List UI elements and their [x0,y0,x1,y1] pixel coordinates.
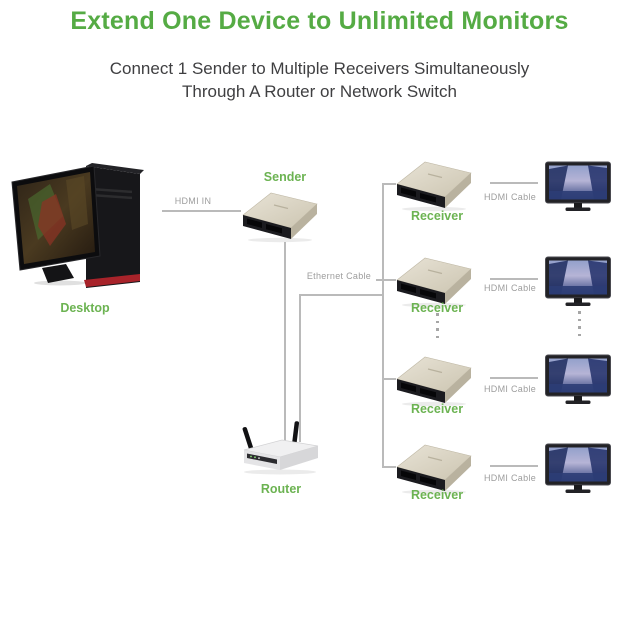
ethernet-horizontal-line [299,294,384,296]
receiver-device-graphic [396,444,472,495]
receiver-device-graphic [396,161,472,212]
hdmi-cable-label: HDMI Cable [483,473,536,483]
receiver-2-stub-line [376,279,396,281]
page-subtitle: Connect 1 Sender to Multiple Receivers S… [0,57,639,103]
sender-to-router-cable-line [284,242,286,442]
router-graphic [241,420,319,475]
receiver-1-stub-line [382,183,396,185]
receiver-label: Receiver [410,301,464,315]
receiver-device-graphic [396,356,472,407]
continuation-dots-monitors [578,311,581,336]
receiver-label: Receiver [410,488,464,502]
hdmi-in-label: HDMI IN [174,196,212,206]
subtitle-line-1: Connect 1 Sender to Multiple Receivers S… [109,59,530,78]
page-title: Extend One Device to Unlimited Monitors [70,7,569,35]
ethernet-cable-label: Ethernet Cable [306,271,372,281]
sender-label: Sender [263,170,307,184]
hdmi-cable-label: HDMI Cable [483,384,536,394]
desktop-computer-graphic [11,162,145,289]
tv-monitor-graphic [545,161,611,212]
continuation-dots-receivers [436,313,439,338]
tv-monitor-graphic [545,354,611,405]
hdmi-cable-line-4 [490,465,538,467]
sender-device-graphic [242,192,318,243]
router-to-switch-cable-line [299,294,301,442]
receiver-3-stub-line [382,378,396,380]
tv-monitor-graphic [545,256,611,307]
subtitle-line-2: Through A Router or Network Switch [182,82,457,101]
hdmi-cable-line-1 [490,182,538,184]
hdmi-in-cable-line [162,210,241,212]
hdmi-cable-label: HDMI Cable [483,192,536,202]
receiver-label: Receiver [410,209,464,223]
hdmi-cable-line-2 [490,278,538,280]
receiver-label: Receiver [410,402,464,416]
hdmi-cable-label: HDMI Cable [483,283,536,293]
receiver-device-graphic [396,257,472,308]
ethernet-trunk-line [382,183,384,468]
receiver-4-stub-line [382,466,396,468]
hdmi-cable-line-3 [490,377,538,379]
desktop-label: Desktop [60,301,110,315]
tv-monitor-graphic [545,443,611,494]
router-label: Router [260,482,302,496]
